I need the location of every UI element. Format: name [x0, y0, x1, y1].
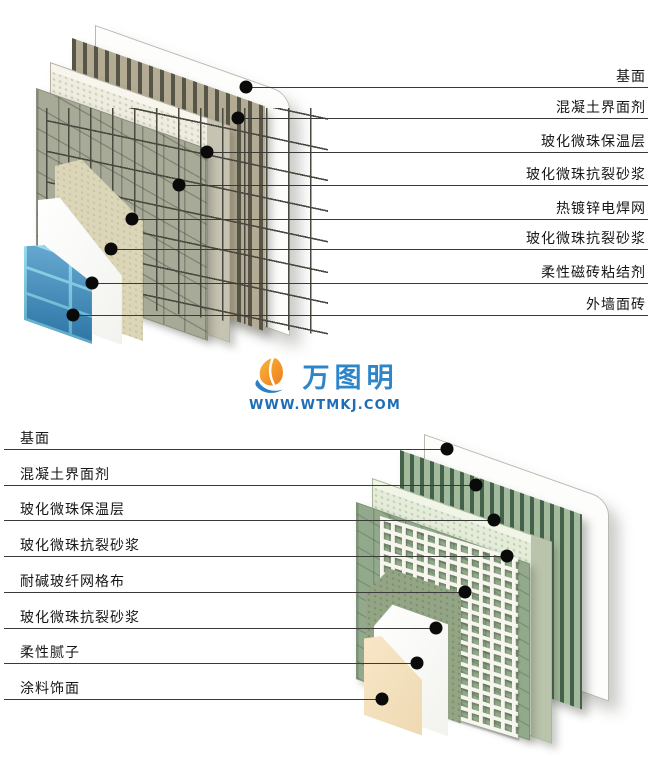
label-base-surface: 基面: [616, 69, 646, 85]
leader-flexible-putty: 柔性腻子: [4, 645, 417, 664]
callout-dot: [375, 692, 389, 706]
label-anticrack-mortar-front: 玻化微珠抗裂砂浆: [20, 610, 140, 626]
leader-anticrack-mortar-back: 玻化微珠抗裂砂浆: [4, 538, 507, 557]
leader-anticrack-mortar-front: 玻化微珠抗裂砂浆: [111, 231, 648, 250]
label-fiberglass-mesh: 耐碱玻纤网格布: [20, 574, 125, 590]
leader-tile-adhesive: 柔性磁砖粘结剂: [92, 265, 648, 284]
label-interface-agent: 混凝土界面剂: [20, 467, 110, 483]
callout-dot: [239, 80, 253, 94]
callout-dot: [66, 308, 80, 322]
leader-wall-tile: 外墙面砖: [73, 297, 648, 316]
callout-dot: [125, 212, 139, 226]
label-anticrack-mortar-back: 玻化微珠抗裂砂浆: [526, 167, 646, 183]
callout-dot: [487, 513, 501, 527]
label-anticrack-mortar-front: 玻化微珠抗裂砂浆: [526, 231, 646, 247]
label-anticrack-mortar-back: 玻化微珠抗裂砂浆: [20, 538, 140, 554]
leader-fiberglass-mesh: 耐碱玻纤网格布: [4, 574, 465, 593]
leader-insulation: 玻化微珠保温层: [207, 134, 648, 153]
brand-website: WWW.WTMKJ.COM: [248, 398, 402, 413]
leader-anticrack-mortar-back: 玻化微珠抗裂砂浆: [179, 167, 648, 186]
leader-welded-mesh: 热镀锌电焊网: [132, 201, 648, 220]
callout-dot: [172, 178, 186, 192]
brand-logo: 万图明 WWW.WTMKJ.COM: [230, 354, 420, 413]
label-insulation: 玻化微珠保温层: [20, 502, 125, 518]
leader-base-surface: 基面: [246, 69, 648, 88]
leader-interface-agent: 混凝土界面剂: [4, 467, 476, 486]
callout-dot: [231, 111, 245, 125]
brand-name: 万图明: [302, 362, 399, 394]
logo-swirl-icon: [254, 356, 283, 393]
callout-dot: [200, 145, 214, 159]
callout-dot: [85, 276, 99, 290]
callout-dot: [410, 656, 424, 670]
label-flexible-putty: 柔性腻子: [20, 645, 80, 661]
callout-dot: [440, 442, 454, 456]
label-interface-agent: 混凝土界面剂: [556, 100, 646, 116]
callout-dot: [458, 585, 472, 599]
label-insulation: 玻化微珠保温层: [541, 134, 646, 150]
leader-anticrack-mortar-front: 玻化微珠抗裂砂浆: [4, 610, 436, 629]
callout-dot: [104, 242, 118, 256]
label-paint-finish: 涂料饰面: [20, 681, 80, 697]
leader-paint-finish: 涂料饰面: [4, 681, 382, 700]
callout-dot: [500, 549, 514, 563]
callout-dot: [469, 478, 483, 492]
leader-interface-agent: 混凝土界面剂: [238, 100, 648, 119]
leader-base-surface: 基面: [4, 431, 447, 450]
label-base-surface: 基面: [20, 431, 50, 447]
leader-insulation: 玻化微珠保温层: [4, 502, 494, 521]
label-welded-mesh: 热镀锌电焊网: [556, 201, 646, 217]
callout-dot: [429, 621, 443, 635]
label-wall-tile: 外墙面砖: [586, 297, 646, 313]
label-tile-adhesive: 柔性磁砖粘结剂: [541, 265, 646, 281]
